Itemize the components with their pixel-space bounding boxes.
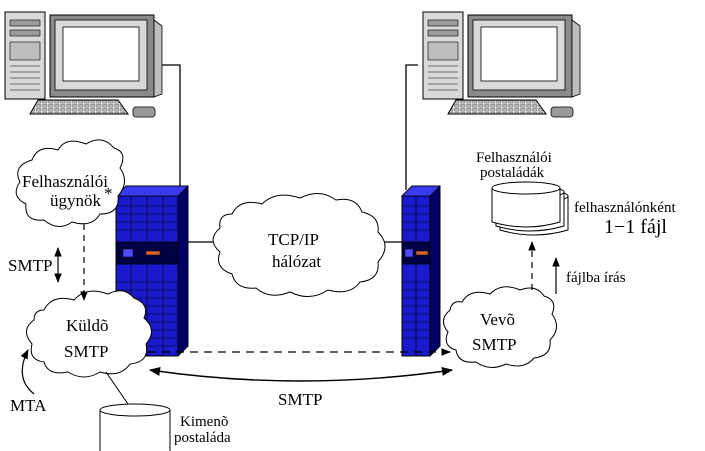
user-agent-asterisk: *: [104, 184, 113, 203]
mailboxes-label-line2: postaládák: [480, 165, 545, 181]
smtp-left-label: SMTP: [8, 256, 52, 275]
smtp-bidirectional-curved-arrow: [148, 367, 454, 382]
mailboxes-label-line1: Felhasználói: [476, 150, 552, 166]
mta-label: MTA: [10, 396, 47, 415]
outbox-cylinder-icon: [99, 403, 171, 451]
file-write-label: fájlba írás: [566, 270, 626, 286]
sender-label-line1: Küldõ: [66, 316, 109, 335]
user-agent-label-line2: ügynök: [50, 191, 102, 210]
receiver-label-line2: SMTP: [472, 335, 516, 354]
network-cloud: [212, 193, 386, 297]
outbox-label-line2: postaláda: [174, 430, 231, 446]
right-computer-icon: [422, 11, 581, 118]
mailbox-stack-icon: [491, 181, 569, 236]
sender-to-outbox-line: [105, 371, 129, 405]
left-computer-icon: [4, 11, 163, 118]
receiver-label-line1: Vevõ: [480, 310, 515, 329]
user-agent-cloud: [15, 139, 125, 227]
sender-smtp-cloud: [26, 290, 152, 378]
mta-pointer-arrow: [20, 349, 35, 395]
per-user-label-line1: felhasználónként: [574, 200, 676, 216]
outbox-label-line1: Kimenõ: [180, 414, 228, 430]
network-label-line2: hálózat: [272, 252, 321, 271]
user-agent-label-line1: Felhasználói: [22, 172, 108, 191]
sender-label-line2: SMTP: [64, 342, 108, 361]
smtp-bottom-label: SMTP: [278, 390, 322, 409]
right-pc-to-server-line: [405, 64, 418, 190]
per-user-label-line2: 1−1 fájl: [604, 216, 667, 238]
right-server-icon: [401, 185, 441, 357]
left-pc-to-server-line: [162, 64, 181, 190]
receiver-smtp-cloud: [443, 286, 557, 368]
network-label-line1: TCP/IP: [268, 230, 319, 249]
